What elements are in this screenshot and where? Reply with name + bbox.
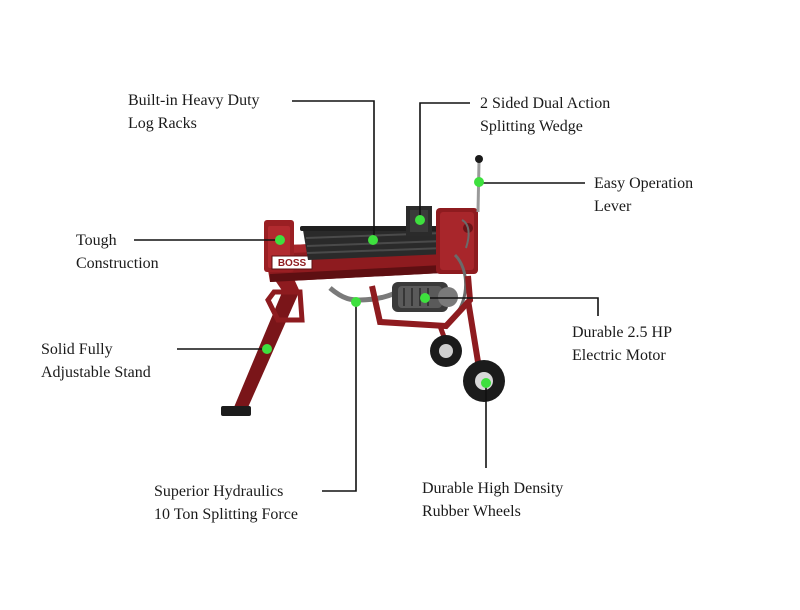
leader-motor (426, 297, 599, 316)
label-rubber-wheels: Durable High Density Rubber Wheels (422, 477, 563, 523)
label-adjustable-stand-line2: Adjustable Stand (41, 364, 151, 381)
label-electric-motor-line1: Durable 2.5 HP (572, 324, 672, 341)
label-electric-motor-line2: Electric Motor (572, 347, 666, 364)
marker-wheels (481, 378, 491, 388)
label-hydraulics: Superior Hydraulics 10 Ton Splitting For… (154, 480, 298, 526)
label-log-racks: Built-in Heavy Duty Log Racks (128, 89, 260, 135)
marker-hyd (351, 297, 361, 307)
label-operation-lever-line1: Easy Operation (594, 175, 694, 192)
marker-stand (262, 344, 272, 354)
brand-badge-text: BOSS (278, 258, 307, 269)
label-splitting-wedge: 2 Sided Dual Action Splitting Wedge (480, 92, 610, 138)
log-splitter-illustration: BOSS (221, 155, 505, 416)
marker-motor (420, 293, 430, 303)
leader-lines (134, 100, 599, 492)
marker-lever (474, 177, 484, 187)
leader-wedge (419, 102, 470, 218)
label-splitting-wedge-line2: Splitting Wedge (480, 118, 583, 135)
control-housing (436, 208, 478, 274)
label-operation-lever-line2: Lever (594, 198, 632, 215)
marker-wedge (415, 215, 425, 225)
adjustable-stand (221, 270, 305, 416)
leader-hyd (322, 302, 357, 492)
brand-badge: BOSS (271, 255, 313, 270)
leader-racks (292, 100, 375, 240)
label-adjustable-stand: Solid Fully Adjustable Stand (41, 338, 151, 384)
label-splitting-wedge-line1: 2 Sided Dual Action (480, 95, 611, 112)
label-rubber-wheels-line1: Durable High Density (422, 480, 564, 497)
feature-markers (262, 177, 491, 388)
label-tough-construction-line1: Tough (76, 232, 117, 249)
marker-tough (275, 235, 285, 245)
operation-lever (475, 155, 483, 213)
marker-racks (368, 235, 378, 245)
label-hydraulics-line2: 10 Ton Splitting Force (154, 506, 298, 523)
label-tough-construction-line2: Construction (76, 255, 159, 272)
label-log-racks-line1: Built-in Heavy Duty (128, 92, 260, 109)
label-adjustable-stand-line1: Solid Fully (41, 341, 113, 358)
label-rubber-wheels-line2: Rubber Wheels (422, 503, 521, 520)
label-tough-construction: Tough Construction (76, 229, 159, 275)
label-log-racks-line2: Log Racks (128, 115, 197, 132)
label-operation-lever: Easy Operation Lever (594, 172, 693, 218)
rubber-wheels (430, 335, 505, 402)
electric-motor (392, 282, 458, 312)
label-hydraulics-line1: Superior Hydraulics (154, 483, 284, 500)
label-electric-motor: Durable 2.5 HP Electric Motor (572, 321, 672, 367)
